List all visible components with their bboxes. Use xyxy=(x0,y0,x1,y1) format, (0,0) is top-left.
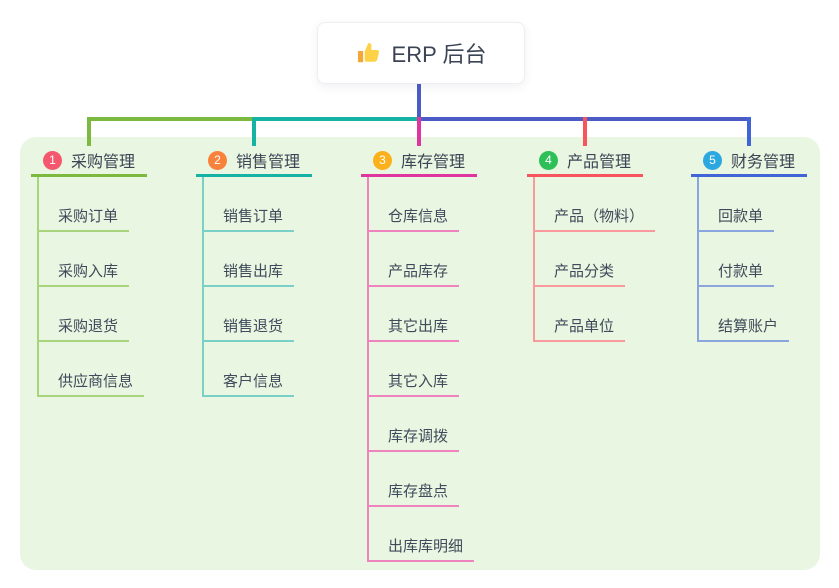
child-label: 采购入库 xyxy=(39,260,130,287)
child-node[interactable]: 采购入库 xyxy=(39,232,144,287)
child-node[interactable]: 结算账户 xyxy=(699,287,790,342)
child-label: 库存盘点 xyxy=(369,480,460,507)
child-node[interactable]: 销售订单 xyxy=(204,177,295,232)
child-label: 仓库信息 xyxy=(369,205,460,232)
branches-panel xyxy=(20,137,820,570)
child-node[interactable]: 其它出库 xyxy=(369,287,474,342)
child-node[interactable]: 库存调拨 xyxy=(369,397,474,452)
child-node[interactable]: 采购退货 xyxy=(39,287,144,342)
child-label: 结算账户 xyxy=(699,315,790,342)
child-node[interactable]: 采购订单 xyxy=(39,177,144,232)
child-node[interactable]: 销售出库 xyxy=(204,232,295,287)
connector-branch-drop xyxy=(583,117,587,146)
child-node[interactable]: 产品（物料） xyxy=(535,177,656,232)
branch-children: 销售订单销售出库销售退货客户信息 xyxy=(202,177,295,397)
child-label: 采购订单 xyxy=(39,205,130,232)
child-label: 销售退货 xyxy=(204,315,295,342)
child-node[interactable]: 产品分类 xyxy=(535,232,655,287)
branch-number-badge: 2 xyxy=(208,150,227,170)
child-label: 出库库明细 xyxy=(369,535,475,562)
child-node[interactable]: 客户信息 xyxy=(204,342,295,397)
branch-label: 财务管理 xyxy=(731,154,796,171)
child-node[interactable]: 出库库明细 xyxy=(369,507,475,562)
branch-children: 仓库信息产品库存其它出库其它入库库存调拨库存盘点出库库明细 xyxy=(367,177,475,562)
branch-number-badge: 1 xyxy=(43,150,62,170)
child-label: 采购退货 xyxy=(39,315,130,342)
connector-root-drop xyxy=(417,82,421,121)
child-node[interactable]: 供应商信息 xyxy=(39,342,145,397)
branch-node[interactable]: 1 采购管理 xyxy=(31,146,147,177)
root-title: ERP 后台 xyxy=(391,42,487,67)
child-label: 产品（物料） xyxy=(535,205,656,232)
branch-number-badge: 3 xyxy=(373,150,392,170)
branch-node[interactable]: 4 产品管理 xyxy=(527,146,643,177)
branch-node[interactable]: 5 财务管理 xyxy=(691,146,807,177)
child-node[interactable]: 仓库信息 xyxy=(369,177,474,232)
branch-children: 采购订单采购入库采购退货供应商信息 xyxy=(37,177,145,397)
child-label: 销售订单 xyxy=(204,205,295,232)
child-node[interactable]: 付款单 xyxy=(699,232,789,287)
child-label: 供应商信息 xyxy=(39,370,145,397)
child-label: 付款单 xyxy=(699,260,775,287)
branch-children: 产品（物料） 产品分类产品单位 xyxy=(533,177,656,342)
child-label: 产品分类 xyxy=(535,260,626,287)
connector-branch-drop xyxy=(252,117,256,146)
child-node[interactable]: 其它入库 xyxy=(369,342,474,397)
connector-branch-drop xyxy=(87,117,91,146)
child-label: 其它出库 xyxy=(369,315,460,342)
child-node[interactable]: 销售退货 xyxy=(204,287,295,342)
child-label: 库存调拨 xyxy=(369,425,460,452)
branch-node[interactable]: 2 销售管理 xyxy=(196,146,312,177)
child-label: 产品单位 xyxy=(535,315,626,342)
child-label: 其它入库 xyxy=(369,370,460,397)
child-node[interactable]: 产品单位 xyxy=(535,287,655,342)
root-node[interactable]: ERP 后台 xyxy=(317,22,525,84)
branch-number-badge: 5 xyxy=(703,150,722,170)
child-label: 销售出库 xyxy=(204,260,295,287)
branch-number-badge: 4 xyxy=(539,150,558,170)
child-node[interactable]: 回款单 xyxy=(699,177,789,232)
connector-branch-drop xyxy=(747,117,751,146)
connector-bus-segment xyxy=(252,117,421,121)
branch-label: 采购管理 xyxy=(71,154,136,171)
branch-label: 销售管理 xyxy=(236,154,301,171)
branch-node[interactable]: 3 库存管理 xyxy=(361,146,477,177)
connector-branch-drop xyxy=(417,117,421,146)
thumbs-up-icon xyxy=(356,40,382,66)
child-label: 回款单 xyxy=(699,205,775,232)
child-node[interactable]: 产品库存 xyxy=(369,232,474,287)
child-node[interactable]: 库存盘点 xyxy=(369,452,474,507)
child-label: 产品库存 xyxy=(369,260,460,287)
branch-label: 产品管理 xyxy=(567,154,632,171)
branch-children: 回款单付款单结算账户 xyxy=(697,177,790,342)
branch-label: 库存管理 xyxy=(401,154,466,171)
connector-bus-segment xyxy=(87,117,256,121)
child-label: 客户信息 xyxy=(204,370,295,397)
